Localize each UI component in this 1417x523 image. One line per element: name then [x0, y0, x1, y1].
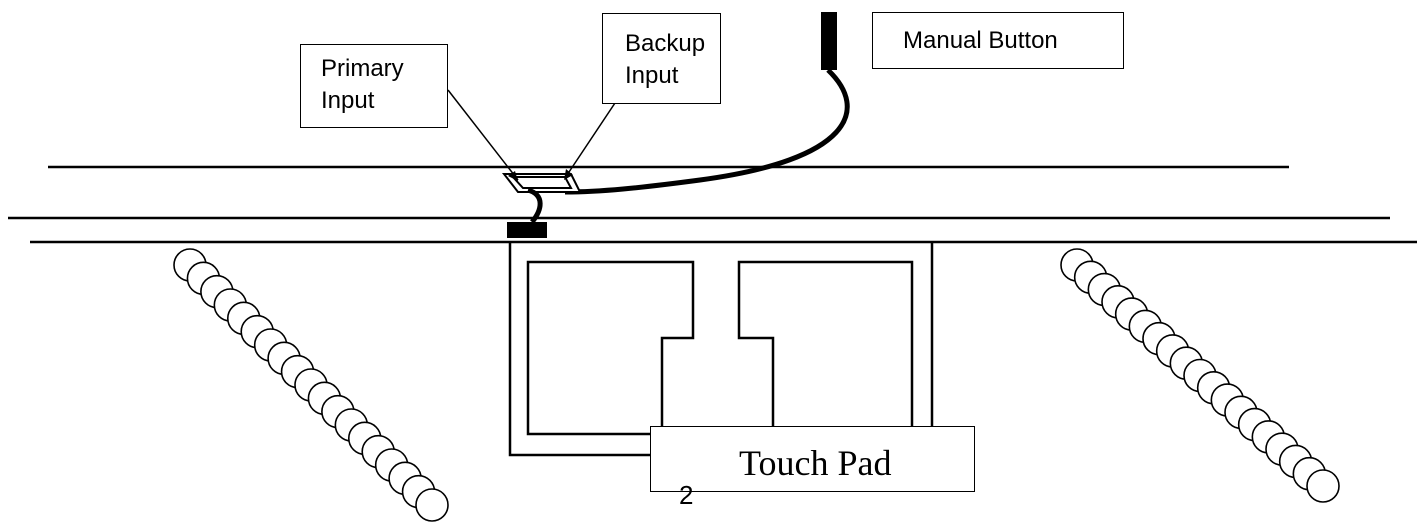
touch-pad-frame-right	[930, 242, 975, 457]
sensor-module	[501, 173, 582, 193]
touch-pad-label: Touch Pad	[739, 443, 892, 483]
label-line: Input	[625, 62, 679, 89]
left-bead-chain	[173, 248, 449, 522]
bead	[415, 488, 449, 522]
label-line: Input	[321, 87, 375, 114]
touch-pad-frame	[508, 242, 660, 457]
sensor-connector-cable	[527, 187, 543, 224]
label-line: Primary	[321, 55, 404, 82]
connector-block	[507, 222, 547, 238]
primary-input-arrowhead	[508, 171, 518, 181]
touch-pad-label-box: Touch Pad	[650, 426, 975, 492]
primary-input-pointer	[447, 89, 519, 181]
bead	[1306, 469, 1340, 503]
right-bead-chain	[1060, 248, 1340, 503]
backup-input-arrowhead	[564, 169, 573, 180]
manual-button-label-box: Manual Button	[872, 12, 1124, 69]
backup-input-pointer	[564, 102, 616, 179]
page-number: 2	[679, 480, 694, 510]
manual-button-label: Manual Button	[903, 27, 1058, 54]
manual-button-plug	[821, 12, 837, 70]
touch-pad-left-electrode	[526, 260, 695, 436]
touch-pad-right-electrode	[737, 260, 914, 436]
label-line: Backup	[625, 30, 706, 57]
manual-button-cable	[564, 68, 850, 195]
